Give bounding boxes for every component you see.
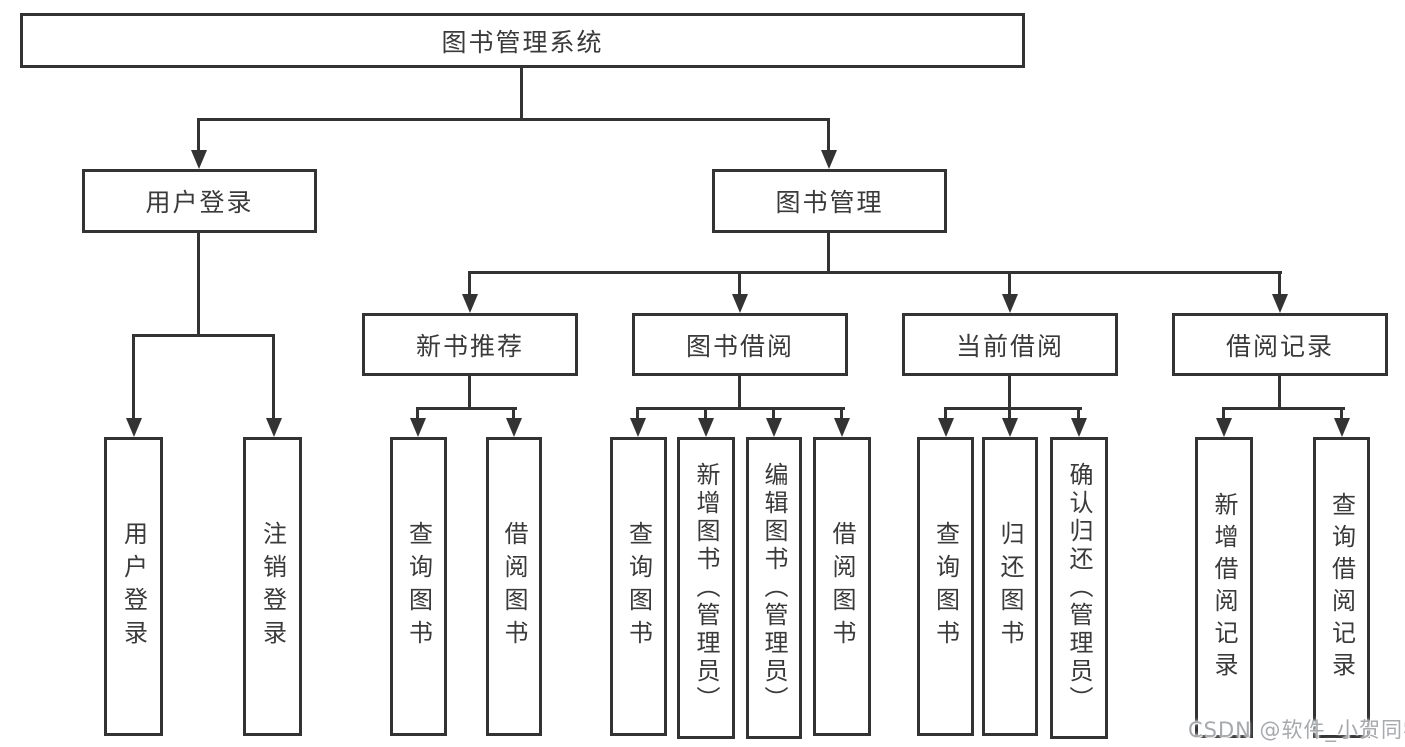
leaf-borrow-books-1: 借阅图书 [486,437,542,736]
arrow-down-icon [506,418,522,437]
leaf-query-borrow-record: 查询借阅记录 [1313,437,1370,738]
leaf-add-borrow-record: 新增借阅记录 [1195,437,1253,738]
arrow-down-icon [266,418,282,437]
node-root: 图书管理系统 [20,13,1025,68]
node-user-login: 用户登录 [82,169,317,233]
arrow-down-icon [462,294,478,313]
arrow-down-icon [1002,418,1018,437]
connector-line [704,407,707,420]
csdn-watermark: CSDN @软件_小贺同学 [1188,718,1405,742]
arrow-down-icon [938,418,954,437]
arrow-down-icon [191,150,207,169]
node-borrow-records: 借阅记录 [1172,313,1388,376]
arrow-down-icon [1002,294,1018,313]
leaf-query-books-2: 查询图书 [610,437,667,736]
connector-line [512,407,515,420]
connector-line [416,407,517,410]
leaf-edit-book-admin: 编辑图书（管理员） [746,437,802,739]
leaf-add-book-admin: 新增图书（管理员） [677,437,735,739]
connector-line [1278,271,1281,294]
arrow-down-icon [1071,418,1087,437]
connector-line [827,233,830,271]
connector-line [468,271,471,294]
arrow-down-icon [766,418,782,437]
arrow-down-icon [410,418,426,437]
connector-line [197,118,830,121]
leaf-user-login: 用户登录 [104,437,163,736]
connector-line [1340,407,1343,420]
arrow-down-icon [732,294,748,313]
connector-line [738,271,741,294]
connector-line [827,118,830,150]
connector-line [1278,376,1281,407]
connector-line [772,407,775,420]
connector-line [1077,407,1080,420]
leaf-query-books-1: 查询图书 [390,437,447,736]
connector-line [197,233,200,334]
arrow-down-icon [630,418,646,437]
connector-line [468,376,471,407]
node-current-borrow: 当前借阅 [902,313,1118,376]
connector-line [1222,407,1345,410]
connector-line [1008,376,1011,407]
arrow-down-icon [1334,418,1350,437]
connector-line [132,334,135,418]
connector-line [520,68,523,118]
connector-line [197,118,200,150]
node-new-book-recommend: 新书推荐 [362,313,578,376]
connector-line [636,407,639,420]
arrow-down-icon [1272,294,1288,313]
connector-line [416,407,419,420]
connector-line [1222,407,1225,420]
arrow-down-icon [821,150,837,169]
connector-line [636,407,845,410]
leaf-borrow-books-2: 借阅图书 [813,437,871,736]
connector-line [944,407,947,420]
arrow-down-icon [126,418,142,437]
arrow-down-icon [1216,418,1232,437]
leaf-logout: 注销登录 [243,437,302,736]
leaf-confirm-return-admin: 确认归还（管理员） [1050,437,1108,739]
node-book-management: 图书管理 [712,169,947,233]
connector-line [944,407,1082,410]
leaf-query-books-3: 查询图书 [917,437,974,736]
connector-line [272,334,275,418]
connector-line [132,334,275,337]
arrow-down-icon [834,418,850,437]
node-book-borrow: 图书借阅 [632,313,848,376]
leaf-return-book: 归还图书 [982,437,1038,736]
connector-line [1008,271,1011,294]
connector-line [738,376,741,407]
arrow-down-icon [698,418,714,437]
connector-line [468,271,1282,274]
connector-line [840,407,843,420]
connector-line [1008,407,1011,420]
